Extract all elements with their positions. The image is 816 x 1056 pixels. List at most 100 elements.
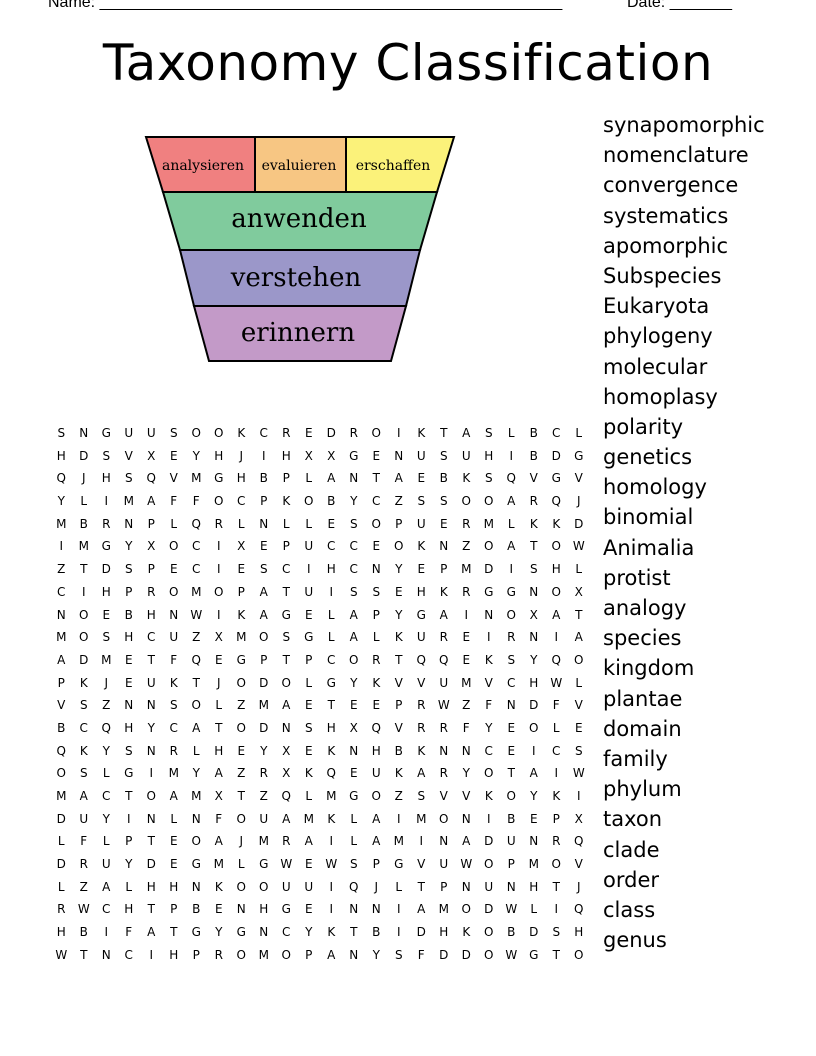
grid-letter: D xyxy=(326,426,336,440)
grid-letter: M xyxy=(56,516,67,531)
grid-letter: L xyxy=(575,675,583,690)
grid-letter: U xyxy=(461,448,471,463)
grid-letter: D xyxy=(259,675,269,690)
grid-letter: E xyxy=(327,516,336,531)
grid-letter: W xyxy=(572,539,585,554)
grid-letter: O xyxy=(236,879,246,894)
grid-letter: G xyxy=(349,448,359,463)
grid-letter: R xyxy=(57,902,66,917)
grid-letter: K xyxy=(372,675,381,690)
grid-letter: G xyxy=(124,766,134,781)
grid-letter: B xyxy=(327,494,336,509)
grid-letter: K xyxy=(439,584,448,599)
grid-letter: B xyxy=(79,516,88,531)
grid-letter: E xyxy=(349,766,358,781)
grid-letter: O xyxy=(169,584,179,599)
grid-letter: R xyxy=(462,584,471,599)
grid-letter: E xyxy=(237,562,246,577)
grid-letter: C xyxy=(102,789,111,803)
grid-letter: L xyxy=(305,789,313,803)
grid-letter: N xyxy=(394,448,404,463)
grid-letter: H xyxy=(124,902,134,917)
grid-letter: N xyxy=(124,516,134,531)
grid-letter: S xyxy=(574,743,583,758)
grid-letter: H xyxy=(214,448,224,463)
grid-letter: M xyxy=(326,789,337,803)
grid-letter: O xyxy=(214,494,224,509)
grid-letter: B xyxy=(439,471,448,486)
grid-letter: Q xyxy=(506,471,516,486)
grid-letter: I xyxy=(396,811,401,826)
grid-letter: T xyxy=(395,652,403,667)
grid-letter: T xyxy=(282,584,290,599)
grid-letter: E xyxy=(169,562,178,577)
grid-letter: M xyxy=(303,811,314,826)
grid-letter: O xyxy=(191,426,201,440)
grid-letter: B xyxy=(124,607,133,622)
grid-letter: U xyxy=(304,539,314,554)
grid-letter: P xyxy=(372,857,380,872)
grid-letter: S xyxy=(439,494,448,509)
grid-letter: G xyxy=(281,902,291,917)
grid-letter: C xyxy=(507,675,516,690)
grid-letter: I xyxy=(554,766,559,781)
word-list-item: domain xyxy=(603,716,682,741)
word-list-item: Eukaryota xyxy=(603,294,710,319)
grid-letter: O xyxy=(371,516,381,531)
grid-letter: P xyxy=(395,516,403,531)
grid-letter: H xyxy=(169,879,179,894)
grid-letter: I xyxy=(216,607,221,622)
grid-letter: L xyxy=(215,698,223,713)
grid-letter: Q xyxy=(551,494,561,509)
grid-letter: Q xyxy=(191,652,201,667)
grid-letter: N xyxy=(349,902,359,917)
grid-letter: R xyxy=(372,652,381,667)
grid-letter: Q xyxy=(416,652,426,667)
grid-letter: L xyxy=(575,562,583,577)
grid-letter: G xyxy=(506,584,516,599)
grid-letter: A xyxy=(417,902,426,917)
grid-letter: J xyxy=(576,494,581,509)
grid-letter: X xyxy=(237,539,246,554)
grid-letter: O xyxy=(484,766,494,781)
grid-letter: O xyxy=(551,539,561,554)
grid-letter: E xyxy=(462,652,471,667)
grid-letter: T xyxy=(80,947,88,962)
grid-letter: L xyxy=(575,426,583,440)
grid-letter: V xyxy=(484,675,493,690)
grid-letter: H xyxy=(529,879,539,894)
grid-letter: N xyxy=(124,698,134,713)
grid-letter: W xyxy=(505,947,518,962)
grid-letter: Q xyxy=(574,902,584,917)
grid-letter: W xyxy=(572,766,585,781)
grid-letter: Q xyxy=(56,743,66,758)
grid-letter: V xyxy=(574,698,583,713)
date-field-label: Date: _______ xyxy=(627,0,732,11)
word-list-item: apomorphic xyxy=(603,233,729,258)
word-list-item: genetics xyxy=(603,445,693,470)
grid-letter: T xyxy=(350,925,358,940)
grid-letter: P xyxy=(57,675,65,690)
grid-letter: E xyxy=(372,539,381,554)
grid-letter: O xyxy=(461,902,471,917)
grid-letter: N xyxy=(439,834,449,849)
grid-letter: L xyxy=(395,879,403,894)
grid-letter: R xyxy=(529,494,538,509)
grid-letter: R xyxy=(282,426,291,440)
grid-letter: O xyxy=(214,426,224,440)
grid-letter: K xyxy=(417,426,426,440)
grid-letter: A xyxy=(327,471,336,486)
grid-letter: E xyxy=(304,902,313,917)
grid-letter: E xyxy=(214,652,223,667)
grid-letter: J xyxy=(239,448,244,463)
grid-letter: L xyxy=(350,811,358,826)
grid-letter: T xyxy=(147,902,155,917)
grid-letter: M xyxy=(56,789,67,803)
grid-letter: I xyxy=(81,584,86,599)
grid-letter: S xyxy=(349,857,358,872)
word-list-item: Animalia xyxy=(603,535,695,560)
grid-letter: P xyxy=(305,652,313,667)
grid-letter: J xyxy=(216,675,221,690)
